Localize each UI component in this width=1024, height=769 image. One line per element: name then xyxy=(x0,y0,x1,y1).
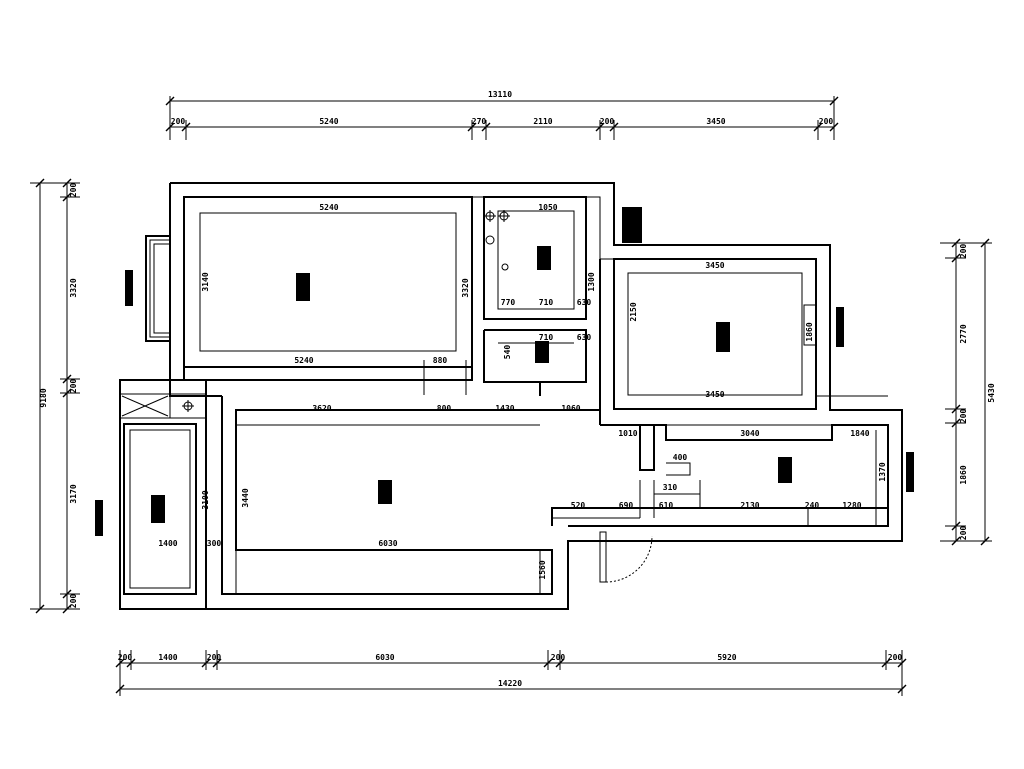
dim-630-a: 630 xyxy=(577,298,592,307)
bottom-total-dim: 14220 xyxy=(498,679,522,688)
right-seg-4: 1860 xyxy=(959,465,968,484)
dim-3140: 3140 xyxy=(201,272,210,291)
dim-880: 880 xyxy=(433,356,448,365)
room-4-marker xyxy=(778,457,792,483)
left-seg-4: 3170 xyxy=(69,484,78,503)
right-seg-3: 200 xyxy=(959,409,968,424)
bottom-seg-6: 5920 xyxy=(717,653,736,662)
left-dimension-chain: 9180 200 3320 200 3170 200 xyxy=(30,178,80,614)
dim-3040: 3040 xyxy=(740,429,759,438)
dim-6030: 6030 xyxy=(378,539,397,548)
top-total-dim: 13110 xyxy=(488,90,512,99)
dim-2130: 2130 xyxy=(740,501,759,510)
dim-300: 300 xyxy=(207,539,222,548)
dim-690: 690 xyxy=(619,501,634,510)
room-2-marker xyxy=(537,246,551,270)
bottom-seg-2: 1400 xyxy=(158,653,177,662)
dim-710-b: 710 xyxy=(539,333,554,342)
dim-1400: 1400 xyxy=(158,539,177,548)
top-seg-6: 3450 xyxy=(706,117,725,126)
dim-1430: 1430 xyxy=(495,404,514,413)
room-bottom-right xyxy=(551,424,889,527)
top-seg-3: 270 xyxy=(472,117,487,126)
top-seg-1: 200 xyxy=(171,117,186,126)
dim-1050: 1050 xyxy=(538,203,557,212)
dim-3440: 3440 xyxy=(241,488,250,507)
room-markers xyxy=(95,207,914,536)
top-seg-2: 5240 xyxy=(319,117,338,126)
bay-note-marker xyxy=(125,270,133,306)
room-2 xyxy=(483,196,587,396)
dim-1010: 1010 xyxy=(618,429,637,438)
dim-540: 540 xyxy=(503,345,512,360)
dim-5240-top: 5240 xyxy=(319,203,338,212)
top-dimension-chain: 13110 200 5240 270 2110 200 3450 200 xyxy=(165,90,839,140)
right-dimension-chain: 5430 200 2770 200 1860 200 xyxy=(940,238,996,546)
left-total-dim: 9180 xyxy=(39,388,48,407)
dim-1860: 1860 xyxy=(805,322,814,341)
room-4-note-marker xyxy=(906,452,914,492)
room-3-marker xyxy=(716,322,730,352)
top-seg-7: 200 xyxy=(819,117,834,126)
room-1 xyxy=(169,196,473,397)
left-seg-1: 200 xyxy=(69,183,78,198)
entry-door xyxy=(599,531,653,583)
dim-770: 770 xyxy=(501,298,516,307)
dim-3320: 3320 xyxy=(461,278,470,297)
bottom-seg-3: 200 xyxy=(207,653,222,662)
dim-520: 520 xyxy=(571,501,586,510)
right-seg-1: 200 xyxy=(959,244,968,259)
left-seg-5: 200 xyxy=(69,594,78,609)
fixture-symbols xyxy=(182,210,510,412)
top-seg-4: 2110 xyxy=(533,117,552,126)
dim-240: 240 xyxy=(805,501,820,510)
bottom-seg-7: 200 xyxy=(888,653,903,662)
room-3 xyxy=(599,258,817,425)
room-2-note-marker xyxy=(622,207,642,243)
right-total-dim: 5430 xyxy=(987,383,996,402)
dim-800: 800 xyxy=(437,404,452,413)
dim-3620: 3620 xyxy=(312,404,331,413)
dim-3450-top: 3450 xyxy=(705,261,724,270)
dim-3100: 3100 xyxy=(201,490,210,509)
left-seg-3: 200 xyxy=(69,379,78,394)
bottom-seg-1: 200 xyxy=(118,653,133,662)
exterior-walls xyxy=(119,182,903,610)
dim-610: 610 xyxy=(659,501,674,510)
left-seg-2: 3320 xyxy=(69,278,78,297)
dim-400: 400 xyxy=(673,453,688,462)
dim-5240-bottom: 5240 xyxy=(294,356,313,365)
dim-1560: 1560 xyxy=(538,560,547,579)
living-marker xyxy=(378,480,392,504)
bottom-seg-4: 6030 xyxy=(375,653,394,662)
kitchen-note-marker xyxy=(95,500,103,536)
bottom-seg-5: 200 xyxy=(551,653,566,662)
dim-1840: 1840 xyxy=(850,429,869,438)
dim-1370: 1370 xyxy=(878,462,887,481)
bottom-dimension-chain: 200 1400 200 6030 200 5920 200 14220 xyxy=(115,650,907,696)
room-1-marker xyxy=(296,273,310,301)
dim-710-a: 710 xyxy=(539,298,554,307)
dim-2150: 2150 xyxy=(629,302,638,321)
bay-window xyxy=(145,235,171,342)
top-seg-5: 200 xyxy=(600,117,615,126)
dim-1280: 1280 xyxy=(842,501,861,510)
kitchen-left xyxy=(119,379,207,610)
dim-1060: 1060 xyxy=(561,404,580,413)
dim-630-b: 630 xyxy=(577,333,592,342)
kitchen-marker xyxy=(151,495,165,523)
room-3-note-marker xyxy=(836,307,844,347)
room-2b-marker xyxy=(535,341,549,363)
interior-dimensions: 5240 5240 880 1050 770 710 630 710 630 3… xyxy=(158,203,887,580)
dim-310: 310 xyxy=(663,483,678,492)
living-room xyxy=(221,396,600,595)
right-seg-2: 2770 xyxy=(959,324,968,343)
dim-3450-bottom: 3450 xyxy=(705,390,724,399)
dim-1300: 1300 xyxy=(587,272,596,291)
right-seg-5: 200 xyxy=(959,526,968,541)
